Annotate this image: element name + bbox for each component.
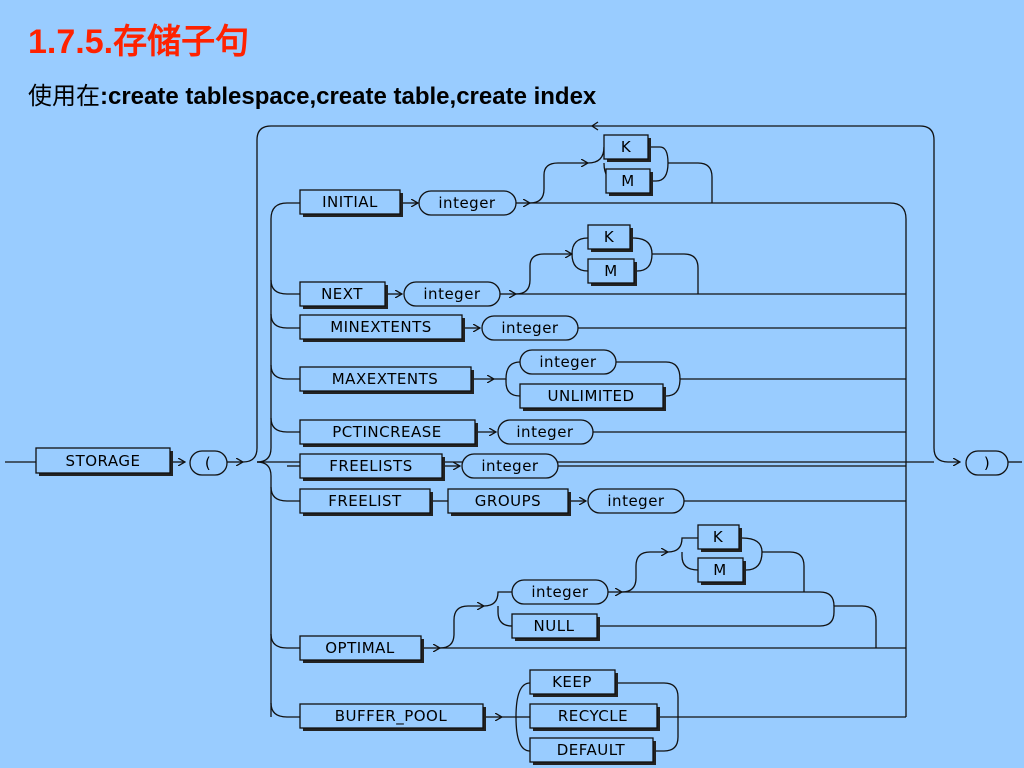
svg-text:integer: integer bbox=[516, 423, 574, 441]
svg-text:STORAGE: STORAGE bbox=[66, 452, 141, 470]
symbol-integer: integer bbox=[587, 488, 685, 514]
keyword-default: DEFAULT bbox=[529, 737, 656, 765]
svg-text:integer: integer bbox=[481, 457, 539, 475]
subtitle-prefix: 使用在 bbox=[28, 83, 100, 110]
keyword-m: M bbox=[605, 168, 653, 196]
symbol-open-paren: ( bbox=[189, 450, 228, 476]
main-track bbox=[5, 121, 1022, 717]
keyword-maxextents: MAXEXTENTS bbox=[299, 366, 474, 394]
buffer-pool-branch bbox=[270, 682, 906, 752]
keyword-buffer-pool: BUFFER_POOL bbox=[299, 703, 486, 731]
svg-text:NULL: NULL bbox=[534, 617, 575, 635]
svg-text:integer: integer bbox=[423, 285, 481, 303]
maxextents-branch bbox=[270, 361, 906, 397]
svg-text:): ) bbox=[984, 454, 990, 472]
initial-branch bbox=[270, 146, 907, 220]
keyword-optimal: OPTIMAL bbox=[299, 635, 424, 663]
svg-text:integer: integer bbox=[501, 319, 559, 337]
freelist-groups-branch bbox=[270, 486, 906, 501]
slide-subtitle: 使用在:create tablespace,create table,creat… bbox=[28, 76, 596, 111]
svg-text:integer: integer bbox=[607, 492, 665, 510]
keyword-m: M bbox=[697, 557, 746, 585]
svg-text:K: K bbox=[621, 138, 632, 156]
svg-text:RECYCLE: RECYCLE bbox=[558, 707, 628, 725]
keyword-k: K bbox=[587, 224, 633, 252]
slide-title: 1.7.5.存储子句 bbox=[28, 23, 250, 61]
svg-text:MINEXTENTS: MINEXTENTS bbox=[330, 318, 432, 336]
symbol-close-paren: ) bbox=[965, 450, 1009, 476]
svg-text:FREELISTS: FREELISTS bbox=[329, 457, 413, 475]
keyword-m: M bbox=[587, 258, 637, 286]
svg-text:KEEP: KEEP bbox=[552, 673, 592, 691]
keyword-recycle: RECYCLE bbox=[529, 703, 660, 731]
keyword-next: NEXT bbox=[299, 281, 388, 309]
svg-text:integer: integer bbox=[539, 353, 597, 371]
svg-text:M: M bbox=[604, 262, 617, 280]
symbol-integer: integer bbox=[519, 349, 617, 375]
keyword-minextents: MINEXTENTS bbox=[299, 314, 465, 342]
keyword-initial: INITIAL bbox=[299, 189, 403, 217]
symbol-integer: integer bbox=[418, 190, 517, 216]
symbol-integer: integer bbox=[461, 453, 559, 479]
svg-text:UNLIMITED: UNLIMITED bbox=[547, 387, 634, 405]
svg-text:M: M bbox=[713, 561, 726, 579]
svg-text:K: K bbox=[604, 228, 615, 246]
svg-text:integer: integer bbox=[531, 583, 589, 601]
svg-text:(: ( bbox=[205, 454, 211, 472]
svg-text:integer: integer bbox=[438, 194, 496, 212]
keyword-freelists: FREELISTS bbox=[299, 453, 445, 481]
symbol-integer: integer bbox=[497, 419, 594, 445]
symbol-integer: integer bbox=[511, 579, 609, 605]
next-branch bbox=[270, 237, 906, 294]
svg-text:NEXT: NEXT bbox=[321, 285, 363, 303]
symbol-integer: integer bbox=[481, 315, 579, 341]
optimal-branch bbox=[270, 537, 906, 648]
svg-text:OPTIMAL: OPTIMAL bbox=[325, 639, 395, 657]
svg-text:PCTINCREASE: PCTINCREASE bbox=[332, 423, 441, 441]
svg-text:K: K bbox=[713, 528, 724, 546]
symbol-integer: integer bbox=[403, 281, 501, 307]
minextents-branch bbox=[270, 313, 906, 328]
svg-text:FREELIST: FREELIST bbox=[328, 492, 402, 510]
svg-text:GROUPS: GROUPS bbox=[475, 492, 541, 510]
svg-text:DEFAULT: DEFAULT bbox=[557, 741, 626, 759]
svg-text:M: M bbox=[621, 172, 634, 190]
keyword-pctincrease: PCTINCREASE bbox=[299, 419, 478, 447]
keyword-storage: STORAGE bbox=[35, 447, 173, 476]
svg-text:MAXEXTENTS: MAXEXTENTS bbox=[332, 370, 439, 388]
keyword-freelist: FREELIST bbox=[299, 488, 433, 516]
keyword-k: K bbox=[697, 524, 742, 552]
keyword-keep: KEEP bbox=[529, 669, 618, 697]
keyword-unlimited: UNLIMITED bbox=[519, 383, 666, 411]
svg-text:INITIAL: INITIAL bbox=[322, 193, 378, 211]
subtitle-statements: :create tablespace,create table,create i… bbox=[100, 83, 597, 110]
keyword-null: NULL bbox=[511, 613, 600, 641]
svg-text:BUFFER_POOL: BUFFER_POOL bbox=[335, 707, 448, 726]
keyword-groups: GROUPS bbox=[447, 488, 571, 516]
keyword-k: K bbox=[603, 134, 651, 162]
pctincrease-branch bbox=[270, 417, 906, 432]
